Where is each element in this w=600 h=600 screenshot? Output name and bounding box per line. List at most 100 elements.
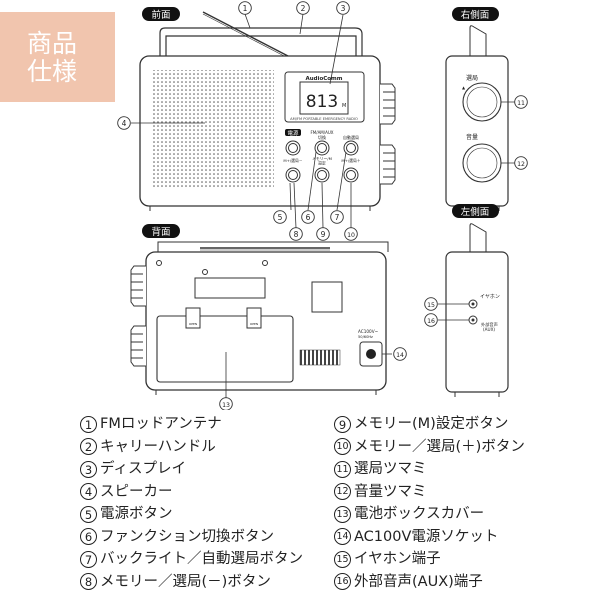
callout-6: 6 (301, 210, 315, 224)
volume-knob[interactable] (462, 143, 502, 183)
legend-text: メモリー(M)設定ボタン (354, 416, 509, 432)
svg-text:選局: 選局 (466, 74, 478, 82)
callout-13: 13 (219, 397, 233, 410)
left-side-view: 左側面 イヤホン 外部音声(AUX) (438, 204, 509, 397)
callout-8: 8 (289, 227, 303, 241)
svg-text:2: 2 (301, 4, 306, 13)
svg-text:M: M (342, 103, 346, 109)
svg-text:6: 6 (306, 213, 311, 222)
carry-handle (159, 27, 363, 57)
callout-7: 7 (330, 210, 344, 224)
legend-number: 15 (334, 550, 351, 568)
legend-number: 11 (334, 460, 351, 478)
legend-number: 14 (334, 528, 351, 546)
svg-text:OPEN: OPEN (189, 322, 197, 326)
svg-text:背面: 背面 (151, 226, 170, 238)
svg-text:7: 7 (335, 213, 340, 222)
svg-text:13: 13 (222, 402, 230, 409)
aux-label: 外部音声(AUX) (481, 321, 498, 332)
legend-number: 3 (80, 460, 97, 478)
legend-number: 6 (80, 528, 97, 546)
fm-rod-antenna (202, 11, 289, 57)
right-side-view: 右側面 選局 ▲ 音量 (445, 7, 518, 211)
front-view: 前面 AudioComm 813 M AM/FM PORTABLE EMERGE… (131, 7, 396, 229)
backlight-auto-tune-button[interactable] (343, 140, 359, 156)
svg-text:前面: 前面 (151, 9, 170, 21)
callout-4: 4 (117, 116, 131, 130)
rear-vents (299, 349, 341, 366)
cover-tab-left[interactable]: OPEN (185, 307, 201, 329)
aux-jack[interactable] (468, 315, 478, 325)
memory-set-button[interactable] (314, 167, 330, 183)
memory-tune-down-button[interactable] (285, 167, 301, 183)
svg-text:16: 16 (427, 318, 435, 325)
svg-text:9: 9 (321, 230, 326, 239)
cover-tab-right[interactable]: OPEN (246, 307, 262, 329)
legend-text: バックライト／自動選局ボタン (100, 551, 303, 567)
legend-text: AC100V電源ソケット (354, 528, 499, 545)
lcd-display (299, 81, 349, 115)
legend-text: イヤホン端子 (354, 551, 441, 567)
brand-label: AudioComm (305, 76, 342, 82)
back-view-title: 背面 (142, 224, 180, 238)
earphone-label: イヤホン (480, 294, 500, 300)
svg-text:OPEN: OPEN (250, 322, 258, 326)
callout-3: 3 (336, 1, 350, 15)
legend-text: キャリーハンドル (100, 438, 216, 455)
legend-text: メモリー／選局(＋)ボタン (354, 438, 525, 455)
legend-number: 16 (334, 573, 351, 591)
svg-text:11: 11 (517, 100, 525, 107)
ac-power-socket[interactable] (359, 341, 383, 367)
legend-number: 7 (80, 550, 97, 568)
svg-text:AC100V~: AC100V~ (358, 329, 379, 334)
callout-10: 10 (344, 227, 358, 241)
legend-text: 外部音声(AUX)端子 (354, 573, 483, 590)
left-view-title: 左側面 (452, 204, 499, 218)
right-view-title: 右側面 (452, 7, 499, 21)
earphone-jack[interactable] (468, 299, 478, 309)
svg-text:メモリー/M設定: メモリー/M設定 (312, 156, 332, 166)
svg-text:左側面: 左側面 (461, 206, 490, 218)
legend-text: メモリー／選局(－)ボタン (100, 573, 271, 590)
front-leader-lines (131, 13, 352, 229)
svg-text:M+/選局－: M+/選局－ (283, 158, 302, 163)
legend-text: 選局ツマミ (354, 461, 427, 477)
legend-text: 電池ボックスカバー (354, 506, 485, 522)
svg-text:4: 4 (122, 119, 127, 128)
legend-number: 13 (334, 505, 351, 523)
callout-14: 14 (393, 347, 407, 361)
svg-text:▲: ▲ (462, 85, 466, 90)
legend-text: ファンクション切換ボタン (100, 528, 274, 545)
memory-tune-up-button[interactable] (343, 167, 359, 183)
power-button[interactable] (285, 140, 301, 156)
callout-16: 16 (424, 313, 438, 327)
spec-badge: 商品 仕様 (0, 12, 115, 102)
function-button[interactable] (314, 140, 330, 156)
callout-15: 15 (424, 297, 438, 311)
front-view-title: 前面 (142, 7, 180, 21)
badge-line-2: 仕様 (27, 57, 78, 86)
tuning-knob[interactable] (462, 82, 502, 122)
back-view: 背面 OPEN OPEN (130, 224, 392, 398)
svg-text:12: 12 (517, 161, 525, 168)
battery-cover[interactable] (156, 315, 294, 383)
radio-diagram: 前面 AudioComm 813 M AM/FM PORTABLE EMERGE… (117, 1, 528, 410)
legend-number: 12 (334, 483, 351, 501)
svg-text:1: 1 (243, 4, 248, 13)
